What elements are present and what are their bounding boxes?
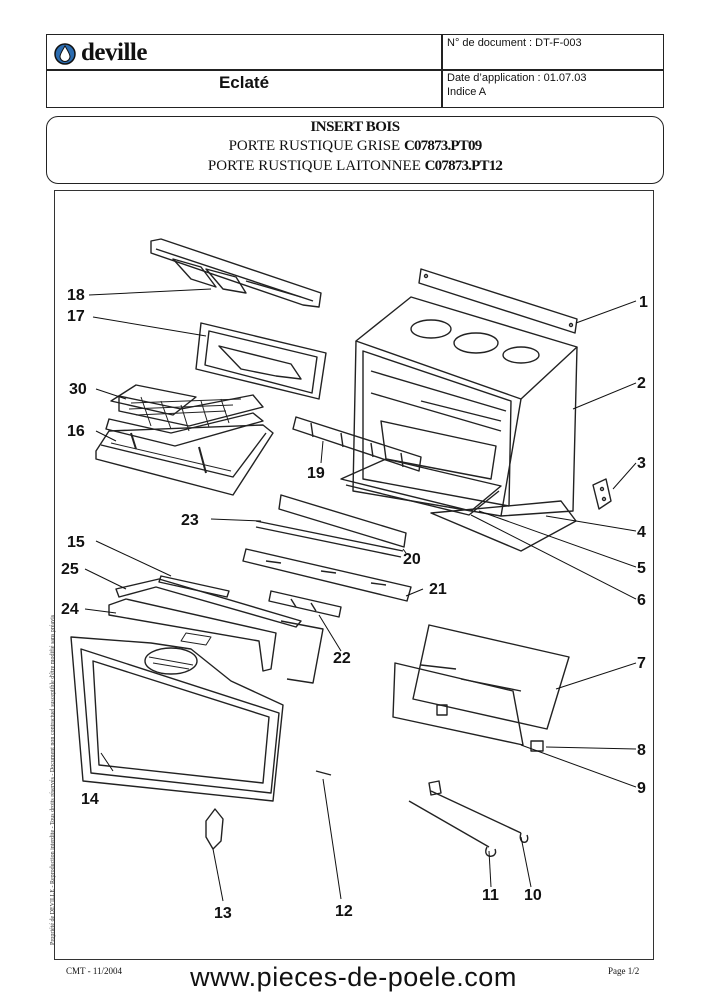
part-2-body — [352, 296, 578, 517]
part-21-bar — [242, 548, 412, 602]
part-3-clip — [592, 478, 612, 510]
part-14-door — [70, 620, 324, 802]
revision-index: Indice A — [447, 86, 487, 98]
exploded-view-drawing: 18 17 30 16 19 23 15 25 24 20 21 22 14 1… — [54, 190, 654, 960]
drop-logo-icon — [54, 43, 76, 65]
part-label-16: 16 — [67, 423, 85, 440]
document-header: deville N° de document : DT-F-003 Eclaté… — [46, 34, 664, 108]
part-label-17: 17 — [67, 308, 85, 325]
part-18-deflector — [150, 238, 322, 308]
part-label-15: 15 — [67, 534, 85, 551]
part-30-grate — [105, 384, 264, 447]
part-label-7: 7 — [637, 655, 646, 672]
part-label-24: 24 — [61, 601, 79, 618]
part-22-bar — [268, 590, 342, 618]
part-15-rod — [158, 575, 230, 598]
part-label-8: 8 — [637, 742, 646, 759]
part-25-rod — [115, 578, 302, 628]
part-label-3: 3 — [637, 455, 646, 472]
page-number: Page 1/2 — [608, 966, 640, 976]
part-label-5: 5 — [637, 560, 646, 577]
part-label-2: 2 — [637, 375, 646, 392]
product-line-2: PORTE RUSTIQUE GRISE C07873.PT09 — [47, 136, 663, 156]
product-line-3-text: PORTE RUSTIQUE LAITONNEE — [207, 158, 425, 174]
part-17-plate — [195, 322, 327, 400]
part-label-6: 6 — [637, 592, 646, 609]
part-19-bracket — [292, 416, 422, 472]
part-label-23: 23 — [181, 512, 199, 529]
part-9-gasket — [392, 662, 524, 746]
part-label-14: 14 — [81, 791, 99, 808]
part-label-18: 18 — [67, 287, 85, 304]
part-label-19: 19 — [307, 465, 325, 482]
header-divider-horizontal — [47, 69, 663, 71]
product-title-box: INSERT BOIS PORTE RUSTIQUE GRISE C07873.… — [46, 116, 664, 184]
part-13-handle — [205, 808, 224, 850]
website-url: www.pieces-de-poele.com — [190, 962, 517, 992]
part-label-4: 4 — [637, 524, 646, 541]
part-label-1: 1 — [639, 294, 648, 311]
part-10-11-springs — [408, 780, 529, 857]
part-label-21: 21 — [429, 581, 447, 598]
part-5-base — [340, 458, 502, 516]
document-number: N° de document : DT-F-003 — [447, 37, 582, 49]
part-label-30: 30 — [69, 381, 87, 398]
part-16-ashpan — [95, 424, 274, 496]
part-label-20: 20 — [403, 551, 421, 568]
part-label-13: 13 — [214, 905, 232, 922]
part-12-pin — [315, 770, 332, 776]
product-line-2-text: PORTE RUSTIQUE GRISE — [228, 138, 404, 154]
footer-code: CMT - 11/2004 — [66, 966, 123, 976]
date-application: Date d’application : 01.07.03 — [447, 72, 587, 84]
part-label-10: 10 — [524, 887, 542, 904]
copyright-side-note: Propriété de DEVILLE - Reproduction inte… — [50, 614, 56, 945]
product-line-3-ref: C07873.PT12 — [424, 158, 503, 174]
brand-logo: deville — [53, 39, 147, 67]
part-1-strip — [418, 268, 578, 334]
part-7-glass — [412, 624, 570, 730]
header-divider-vertical — [441, 35, 443, 107]
part-23-20-bar — [255, 494, 407, 558]
part-24-deflector — [108, 598, 277, 672]
part-label-9: 9 — [637, 780, 646, 797]
product-line-1: INSERT BOIS — [310, 119, 400, 135]
product-line-3: PORTE RUSTIQUE LAITONNEE C07873.PT12 — [47, 156, 663, 176]
part-label-22: 22 — [333, 650, 351, 667]
brand-name: deville — [81, 39, 147, 66]
part-label-25: 25 — [61, 561, 79, 578]
product-line-2-ref: C07873.PT09 — [403, 138, 482, 154]
part-labels: 18 17 30 16 19 23 15 25 24 20 21 22 14 1… — [61, 287, 648, 922]
exploded-view-svg: 18 17 30 16 19 23 15 25 24 20 21 22 14 1… — [61, 238, 648, 922]
part-label-12: 12 — [335, 903, 353, 920]
page-title: Eclaté — [218, 73, 270, 92]
part-label-11: 11 — [482, 887, 499, 904]
